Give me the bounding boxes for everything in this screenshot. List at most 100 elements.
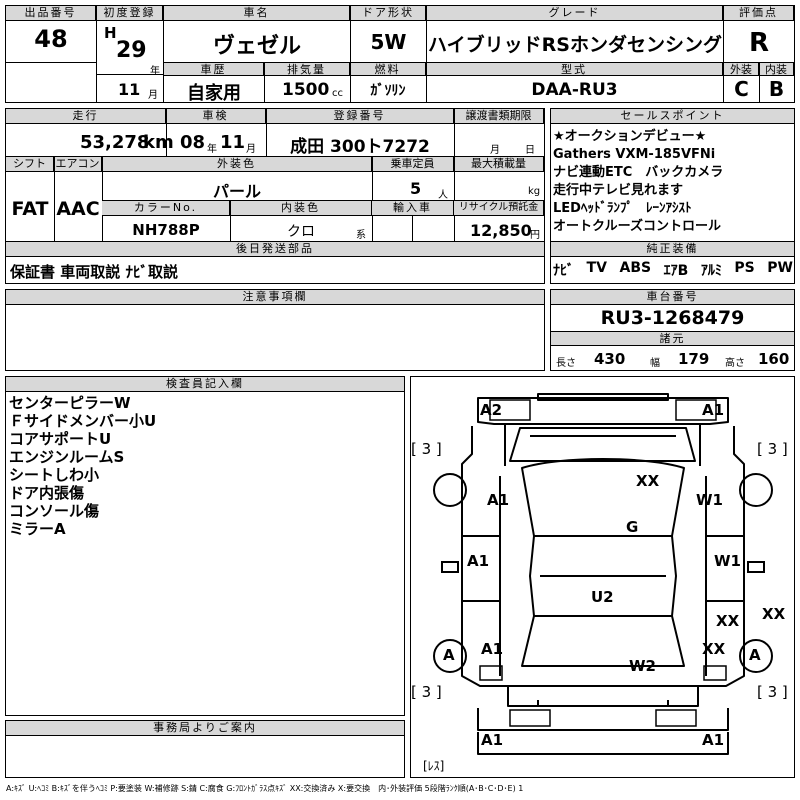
sales-point: ★オークションデビュー★: [553, 129, 707, 144]
damage-mark: W1: [714, 552, 741, 570]
damage-mark: W1: [696, 491, 723, 509]
inspector-line: コアサポートU: [9, 430, 112, 448]
color: パール: [212, 182, 261, 201]
interior-color-unit: 系: [356, 230, 366, 241]
sales-points-block: [550, 108, 795, 284]
equipment-item: ﾅﾋﾞ: [553, 263, 574, 279]
ac-label: エアコン: [54, 157, 102, 172]
damage-mark: G: [626, 518, 639, 536]
inspector-block: [5, 376, 405, 716]
capacity-unit: 人: [438, 190, 448, 201]
width: 179: [678, 350, 710, 368]
inspector-line: Ｆサイドメンバー小U: [9, 412, 157, 430]
equipment-item: ｱﾙﾐ: [700, 263, 722, 279]
inspection-label: 車検: [166, 109, 266, 124]
damage-mark: [ 3 ]: [757, 440, 788, 458]
sales-point: オートクルーズコントロール: [553, 219, 721, 234]
year-unit: 年: [150, 66, 160, 77]
interior-color-label: 内装色: [230, 201, 372, 216]
damage-mark: A: [749, 646, 761, 664]
grade: ハイブリッドRSホンダセンシング: [428, 34, 722, 56]
mileage-unit: km: [143, 132, 174, 153]
damage-mark: A1: [702, 731, 725, 749]
mileage-label: 走行: [6, 109, 166, 124]
lot-number: 48: [34, 25, 68, 53]
inspector-line: ミラーA: [9, 520, 66, 538]
damage-mark: W2: [629, 657, 656, 675]
recycle-unit: 円: [530, 230, 540, 241]
chassis-label: 車台番号: [551, 290, 794, 305]
equipment-item: PS: [734, 260, 755, 276]
reg-number: 成田 300ト7272: [290, 137, 430, 157]
damage-diagram-block: [410, 376, 795, 778]
equipment-list: ﾅﾋﾞ TV ABS ｴｱB ｱﾙﾐ PS PW: [553, 260, 793, 280]
width-label: 幅: [650, 358, 660, 369]
header-block: [5, 5, 795, 103]
equipment-item: ｴｱB: [663, 263, 689, 279]
later-parts: 保証書 車両取説 ﾅﾋﾞ取説: [10, 263, 178, 281]
door-type: 5W: [370, 30, 407, 54]
inspector-line: シートしわ小: [9, 466, 100, 484]
grade-label: グレード: [427, 6, 723, 21]
ac: AAC: [56, 198, 100, 220]
length-label: 長さ: [556, 358, 576, 369]
door-label: ドア形状: [351, 6, 426, 21]
first-reg-era: H: [104, 24, 117, 42]
inspector-line: センターピラーW: [9, 394, 131, 412]
sales-point: LEDﾍｯﾄﾞﾗﾝﾌﾟ ﾚｰﾝｱｼｽﾄ: [553, 201, 692, 216]
legend: A:ｷｽﾞ U:ﾍｺﾐ B:ｷｽﾞを伴うﾍｺﾐ P:要塗装 W:補修跡 S:錆 …: [6, 784, 524, 793]
chassis-number: RU3-1268479: [600, 307, 745, 329]
color-no-label: カラーNo.: [102, 201, 230, 216]
damage-mark: A2: [480, 401, 503, 419]
inspector-notes: センターピラーW Ｆサイドメンバー小U コアサポートU エンジンルームS シート…: [9, 394, 399, 538]
equipment-item: PW: [767, 260, 793, 276]
exterior-grade: C: [734, 77, 749, 101]
damage-mark: XX: [636, 472, 660, 490]
damage-mark: A1: [487, 491, 510, 509]
fuel-label: 燃料: [350, 63, 426, 76]
notes-block: [5, 289, 545, 371]
interior-grade-label: 内装: [759, 63, 794, 76]
capacity: 5: [410, 179, 422, 198]
office-label: 事務局よりご案内: [6, 721, 404, 736]
recycle-label: リサイクル預託金: [454, 201, 544, 216]
model: DAA-RU3: [531, 80, 618, 100]
sales-point: ナビ連動ETC バックカメラ: [553, 165, 724, 180]
score: R: [748, 28, 770, 58]
length: 430: [594, 350, 626, 368]
interior-color: クロ: [287, 224, 315, 240]
damage-mark: [ 3 ]: [411, 440, 442, 458]
sales-points-list: ★オークションデビュー★ Gathers VXM-185VFNi ナビ連動ETC…: [553, 128, 793, 236]
transfer-label: 譲渡書類期限: [454, 109, 544, 124]
damage-mark: XX: [716, 612, 740, 630]
interior-grade: B: [768, 77, 785, 101]
inspection-month: 11: [220, 132, 246, 153]
inspection-year-unit: 年: [207, 144, 217, 155]
damage-mark: A1: [481, 640, 504, 658]
shift-label: シフト: [6, 157, 54, 172]
score-label: 評価点: [724, 6, 794, 21]
color-label: 外装色: [102, 157, 372, 172]
inspector-line: エンジンルームS: [9, 448, 125, 466]
damage-mark: XX: [702, 640, 726, 658]
load-label: 最大積載量: [454, 157, 544, 172]
history: 自家用: [187, 83, 241, 104]
height-label: 高さ: [725, 358, 745, 369]
damage-mark: [ 3 ]: [757, 683, 788, 701]
fuel: ｶﾞｿﾘﾝ: [370, 83, 406, 99]
inspection-month-unit: 月: [246, 144, 256, 155]
first-reg-month: 11: [118, 80, 141, 99]
height: 160: [758, 350, 790, 368]
inspection-year: 08: [180, 132, 206, 153]
color-no: NH788P: [132, 221, 200, 239]
office-block: [5, 720, 405, 778]
displacement-unit: cc: [332, 88, 343, 99]
import-label: 輸入車: [372, 201, 454, 216]
car-name: ヴェゼル: [212, 34, 301, 59]
exterior-grade-label: 外装: [724, 63, 759, 76]
capacity-label: 乗車定員: [372, 157, 454, 172]
car-diagram: [433, 393, 773, 755]
damage-mark: [ﾚｽ]: [423, 759, 445, 773]
damage-mark: A1: [481, 731, 504, 749]
details-block: [5, 108, 545, 284]
